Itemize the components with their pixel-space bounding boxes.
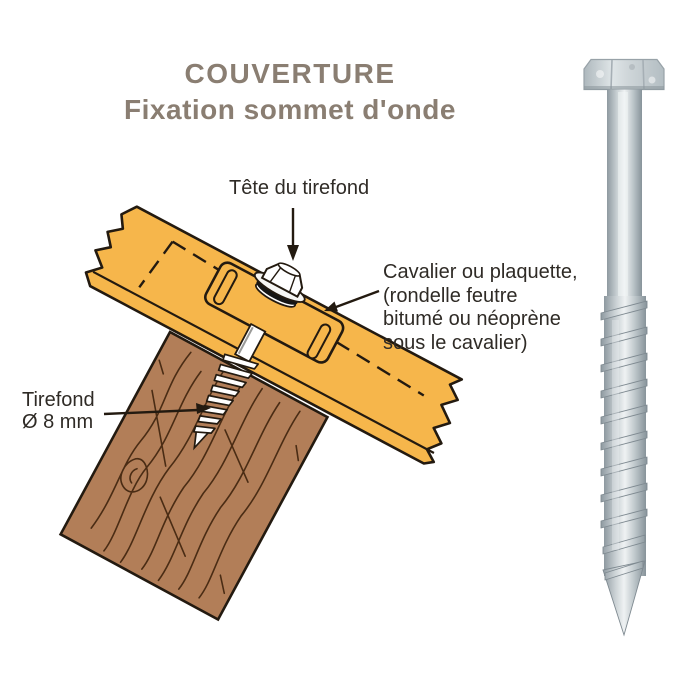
arrow-cavalier-icon — [324, 289, 380, 312]
figure-title: COUVERTURE Fixation sommet d'onde — [40, 56, 540, 128]
label-tete-du-tirefond: Tête du tirefond — [229, 177, 370, 199]
sheet-edge-line — [92, 270, 435, 454]
arrow-tirefond-icon — [103, 403, 211, 416]
photo-shank-highlight — [618, 92, 628, 297]
hex-head-facets — [269, 265, 297, 293]
photo-head-underside — [584, 86, 664, 90]
photo-threads — [600, 300, 648, 581]
label-cavalier: Cavalier ou plaquette, (rondelle feutre … — [383, 261, 578, 354]
screw-threads — [192, 353, 259, 434]
screw-shank — [233, 322, 267, 363]
hex-head-top — [277, 262, 301, 277]
photo-hex-head — [583, 58, 665, 91]
photo-tip — [602, 560, 646, 637]
photo-mottling — [596, 64, 656, 550]
arrow-down-icon — [287, 208, 299, 261]
page-title: COUVERTURE — [184, 58, 396, 89]
lag-screw-photo — [583, 58, 665, 637]
photo-hex-facets — [610, 59, 645, 90]
corrugated-sheet — [84, 205, 464, 465]
lag-screw-diagram — [192, 262, 306, 451]
cavalier-saddle — [203, 261, 345, 364]
label-tirefond-diameter: Tirefond Ø 8 mm — [22, 389, 95, 433]
cavalier-slot-right — [306, 323, 332, 360]
wood-grain-lines — [90, 351, 301, 599]
page-subtitle: Fixation sommet d'onde — [124, 94, 456, 125]
cavalier-slot-left — [213, 269, 238, 306]
screw-shank-shading — [237, 326, 254, 355]
